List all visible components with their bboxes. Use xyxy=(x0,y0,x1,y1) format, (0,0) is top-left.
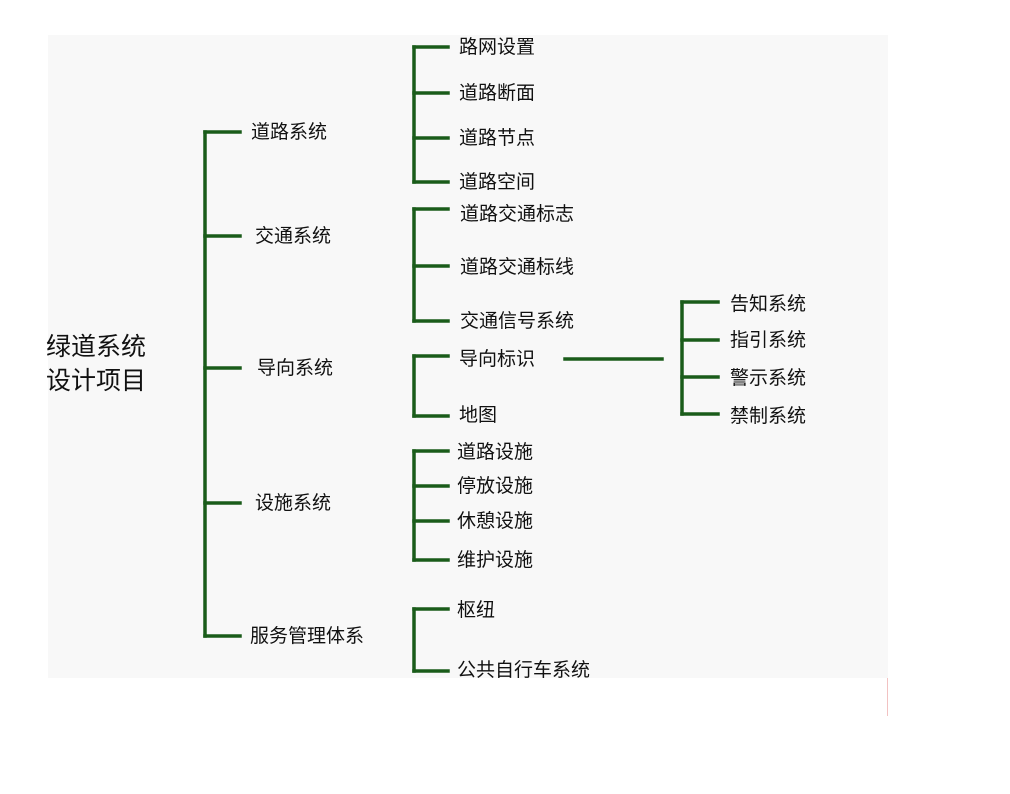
node-guidance-system: 导向系统 xyxy=(257,357,334,379)
node-public-bicycle: 公共自行车系统 xyxy=(457,659,591,681)
node-notice-system: 告知系统 xyxy=(730,293,807,315)
node-signage: 导向标识 xyxy=(459,348,536,370)
node-road-junction: 道路节点 xyxy=(459,127,536,149)
node-traffic-markings: 道路交通标线 xyxy=(460,256,575,278)
node-maintenance-facilities: 维护设施 xyxy=(457,549,534,571)
node-road-space: 道路空间 xyxy=(459,171,536,193)
node-prohibition-system: 禁制系统 xyxy=(730,405,807,427)
node-traffic-signs: 道路交通标志 xyxy=(460,203,575,225)
node-parking-facilities: 停放设施 xyxy=(457,475,534,497)
node-service-management: 服务管理体系 xyxy=(250,625,365,647)
node-map: 地图 xyxy=(459,404,498,426)
node-road-network: 路网设置 xyxy=(459,36,536,58)
node-rest-facilities: 休憩设施 xyxy=(457,510,534,532)
node-hub: 枢纽 xyxy=(457,599,496,621)
root-node: 绿道系统 设计项目 xyxy=(46,330,146,398)
root-title-line2: 设计项目 xyxy=(46,366,147,395)
node-facility-system: 设施系统 xyxy=(255,492,332,514)
root-title-line1: 绿道系统 xyxy=(46,332,147,361)
node-road-section: 道路断面 xyxy=(459,82,536,104)
node-directional-system: 指引系统 xyxy=(730,329,807,351)
diagram-panel xyxy=(48,35,888,678)
node-traffic-system: 交通系统 xyxy=(255,225,332,247)
node-road-facilities: 道路设施 xyxy=(457,441,534,463)
node-traffic-signals: 交通信号系统 xyxy=(460,310,575,332)
node-warning-system: 警示系统 xyxy=(730,367,807,389)
edge-line xyxy=(887,678,888,716)
node-road-system: 道路系统 xyxy=(251,121,328,143)
